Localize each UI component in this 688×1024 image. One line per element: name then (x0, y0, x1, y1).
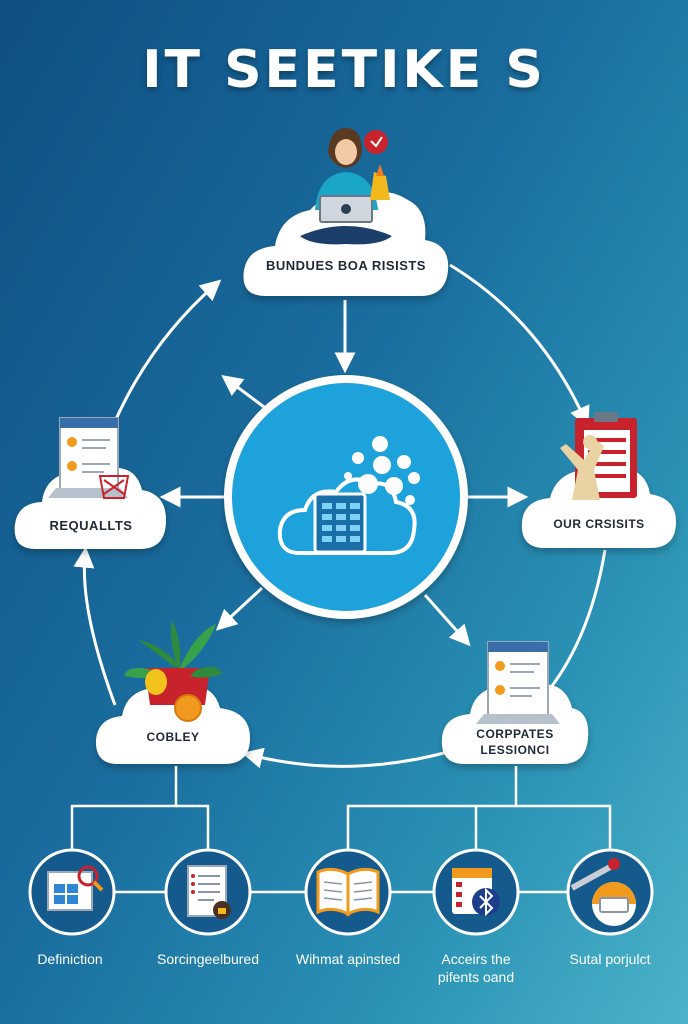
bottom-label-1: Definiction (37, 951, 103, 967)
tree-connectors (70, 766, 612, 894)
bottom-icon-5 (566, 848, 654, 936)
bottom-label-5: Sutal porjulct (569, 951, 651, 967)
spoke-down-right (423, 594, 471, 647)
data-bubbles-icon (344, 436, 420, 505)
cloud-bottom-left (95, 681, 250, 764)
cloud-top-label: BUNDUES BOA RISISTS (266, 258, 426, 273)
bottom-label-2: Sorcingeelbured (157, 951, 259, 967)
cloud-bottom-right-label-2: LESSIONCI (480, 743, 550, 757)
spoke-up-left (221, 374, 269, 412)
bottom-label-4a: Acceirs the (441, 951, 511, 967)
cloud-bottom-left-label: COBLEY (146, 730, 200, 744)
cloud-left-label: REQUALLTS (49, 518, 133, 533)
document-laptop-icon (48, 417, 130, 499)
bottom-icon-1 (28, 848, 116, 936)
report-laptop-icon (476, 641, 560, 724)
bottom-label-4b: pifents oand (437, 969, 515, 985)
arc-bottom-right-to-bottom-left (241, 747, 456, 769)
central-hub (224, 375, 468, 619)
arc-bottom-left-to-left (73, 546, 117, 706)
bottom-label-3: Wihmat apinsted (295, 951, 401, 967)
page-title: IT SEETIKE S (142, 40, 546, 100)
server-rack-icon (313, 492, 367, 554)
arc-right-to-bottom-right (543, 549, 607, 696)
bottom-icon-2 (164, 848, 252, 936)
cloud-right (521, 462, 676, 548)
cloud-database-icon (277, 477, 417, 555)
cloud-right-label: OUR CRSISITS (553, 517, 645, 531)
bottom-icon-4 (432, 848, 520, 936)
hub-spokes (159, 300, 529, 647)
clipboard-figure-icon (560, 412, 637, 500)
spoke-down-left (215, 586, 264, 631)
bottom-icon-3 (304, 848, 392, 936)
arc-top-to-right (449, 263, 590, 428)
cloud-left (14, 462, 167, 549)
cycle-connectors (73, 263, 607, 769)
person-laptop-icon (300, 128, 392, 245)
plant-coin-icon (124, 620, 222, 722)
cloud-bottom-right-label-1: CORPPATES (476, 727, 554, 741)
